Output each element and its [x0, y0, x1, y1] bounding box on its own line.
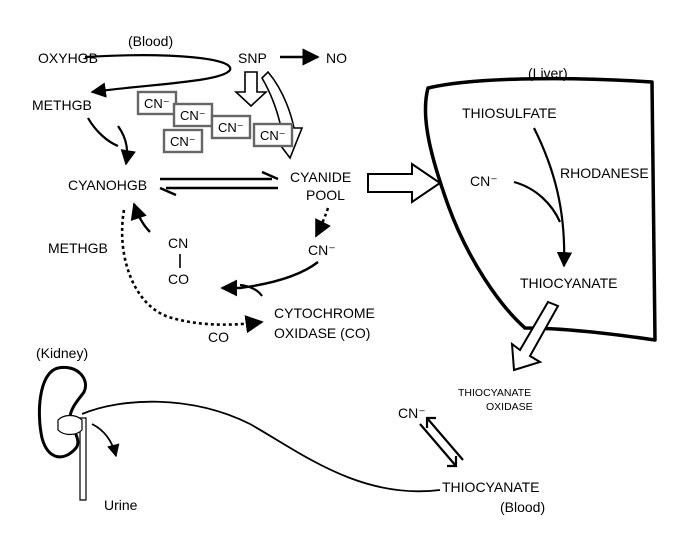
cn-to-thiocyanate-backward: [425, 416, 464, 461]
methgb-mid-label: METHGB: [48, 240, 108, 256]
equilibrium-forward: [160, 170, 279, 181]
cn-box-4: CN⁻: [162, 128, 204, 154]
thiocyanate-liver-label: THIOCYANATE: [520, 275, 618, 291]
cytochrome-to-cn-curve: [239, 283, 263, 297]
methgb-side-arrow: [117, 125, 136, 166]
cn-pool-label: CN⁻: [308, 242, 336, 258]
methgb-to-cyanohgb-arrow: [87, 117, 119, 148]
snp-label: SNP: [238, 50, 267, 66]
methgb-top-label: METHGB: [32, 97, 92, 113]
thiocyanate-oxidase-label-line1: THIOCYANATE: [458, 387, 531, 399]
cn-box-5: CN⁻: [252, 122, 294, 148]
kidney-to-urine-arrow: [91, 423, 120, 458]
cn-box-1-label: CN⁻: [144, 96, 170, 111]
cytochrome-label-line1: CYTOCHROME: [274, 305, 375, 321]
kidney-shape: [37, 365, 87, 459]
cytochrome-label-line2: OXIDASE (CO): [274, 325, 370, 341]
co-dotted-arc: [120, 209, 264, 334]
oxyhgb-label: OXYHGB: [38, 50, 98, 66]
thiosulfate-to-thiocyanate-arrow: [533, 127, 573, 268]
equilibrium-backward: [159, 186, 278, 197]
renal-pelvis: [57, 414, 83, 436]
urine-label: Urine: [104, 497, 138, 513]
blood-label: (Blood): [128, 33, 173, 49]
cn-blood-label: CN⁻: [398, 405, 426, 421]
co-bottom-label: CO: [208, 329, 229, 345]
cn-box-2-label: CN⁻: [180, 108, 206, 123]
cn-to-co-arrow: [220, 261, 319, 297]
thiocyanate-oxidase-label-line2: OXIDASE: [486, 401, 533, 413]
snp-hollow-down-arrow: [233, 71, 269, 108]
cn-box-1: CN⁻: [136, 90, 178, 116]
liver-label: (Liver): [528, 65, 568, 81]
cn-box-3: CN⁻: [210, 114, 252, 140]
pool-to-cn-dotted-arrow: [314, 207, 331, 238]
cn-box-group: CN⁻ CN⁻ CN⁻ CN⁻ CN⁻: [136, 90, 294, 154]
thiocyanate-to-kidney-line: [81, 400, 441, 493]
cn-liver-label: CN⁻: [470, 173, 498, 189]
pool-to-liver-hollow-arrow: [367, 162, 442, 204]
kidney-label: (Kidney): [36, 345, 88, 361]
cyanide-pool-label-line1: CYANIDE: [290, 169, 351, 185]
cn-box-2: CN⁻: [172, 102, 214, 128]
cn-bound-label: CN: [168, 235, 188, 251]
liver-to-oxidase-hollow-arrow: [510, 300, 560, 372]
blood-bottom-label: (Blood): [500, 499, 545, 515]
cyanohgb-label: CYANOHGB: [68, 177, 147, 193]
thiosulfate-label: THIOSULFATE: [462, 105, 557, 121]
cn-liver-to-thiocyanate: [513, 180, 562, 223]
ureter: [79, 417, 87, 501]
methgb-mid-to-cyanohgb-arrow: [130, 202, 151, 233]
cn-box-5-label: CN⁻: [260, 128, 286, 143]
co-bound-label: CO: [168, 271, 189, 287]
no-label: NO: [326, 50, 347, 66]
cn-box-4-label: CN⁻: [170, 134, 196, 149]
cyanide-pool-label-line2: POOL: [306, 187, 345, 203]
thiocyanate-blood-label: THIOCYANATE: [442, 479, 540, 495]
cn-to-thiocyanate-forward: [419, 423, 458, 468]
cn-box-3-label: CN⁻: [218, 120, 244, 135]
oxyhgb-to-methgb-arrow: [84, 54, 232, 98]
rhodanese-label: RHODANESE: [560, 165, 649, 181]
